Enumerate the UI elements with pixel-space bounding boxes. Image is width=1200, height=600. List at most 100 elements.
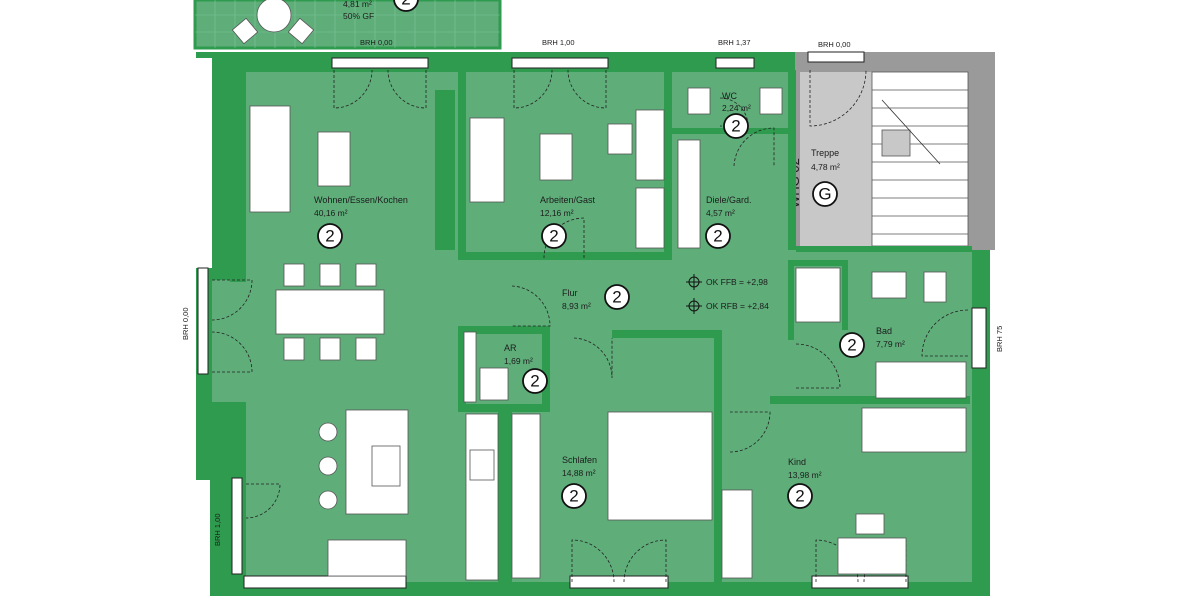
terrace-table <box>256 0 292 33</box>
brh-left-2: BRH 1,00 <box>213 513 222 546</box>
room-area: 8,93 m² <box>562 301 591 311</box>
desk <box>635 109 665 181</box>
shelf-ar <box>463 331 477 403</box>
room-badge: 2 <box>317 223 343 249</box>
brh-left-1: BRH 0,00 <box>181 307 190 340</box>
room-area: 4,57 m² <box>706 208 735 218</box>
kitchen-counter <box>327 539 407 577</box>
window-top-4 <box>807 51 865 63</box>
wc-basin <box>759 87 783 115</box>
brh-top-2: BRH 1,00 <box>542 38 575 47</box>
dining-chair <box>319 263 341 287</box>
bar-stool <box>318 422 338 442</box>
terrace-chair <box>231 17 259 45</box>
room-badge: 2 <box>561 483 587 509</box>
room-wohnen: Wohnen/Essen/Kochen 40,16 m² 2 <box>314 195 408 249</box>
svg-text:2: 2 <box>549 227 558 246</box>
room-area: 7,79 m² <box>876 339 905 349</box>
kid-chair <box>855 513 885 535</box>
desk-chair <box>607 123 633 155</box>
room-name: Diele/Gard. <box>706 195 752 205</box>
room-arbeiten: Arbeiten/Gast 12,16 m² 2 <box>540 195 596 249</box>
elevation-markers: OK FFB = +2,98 OK RFB = +2,84 <box>686 274 769 314</box>
room-name: Bad <box>876 326 892 336</box>
window-bottom-2 <box>569 575 669 589</box>
dining-chair <box>319 337 341 361</box>
kid-desk <box>837 537 907 575</box>
window-top-3 <box>715 57 755 69</box>
room-area: 40,16 m² <box>314 208 348 218</box>
washing-machine <box>479 367 509 401</box>
bathtub <box>875 361 967 399</box>
side-table <box>539 133 573 181</box>
bed <box>607 411 713 521</box>
terrace-chair <box>287 17 315 45</box>
room-badge: 2 <box>541 223 567 249</box>
room-area: 2,24 m² <box>722 103 751 113</box>
wardrobe-diele <box>677 139 701 249</box>
furniture <box>249 87 967 581</box>
dining-table <box>275 289 385 335</box>
room-name: Arbeiten/Gast <box>540 195 596 205</box>
sofa-living <box>249 105 291 213</box>
room-area: 1,69 m² <box>504 356 533 366</box>
bar-stool <box>318 490 338 510</box>
svg-text:2: 2 <box>530 372 539 391</box>
window-top-1 <box>331 57 429 69</box>
svg-text:2: 2 <box>731 117 740 136</box>
svg-text:2: 2 <box>795 487 804 506</box>
kitchen-row <box>465 413 499 581</box>
cooktop <box>371 445 401 487</box>
room-name: Schlafen <box>562 455 597 465</box>
room-area: 13,98 m² <box>788 470 822 480</box>
brh-right: BRH 75 <box>995 326 1004 352</box>
svg-text:2: 2 <box>325 227 334 246</box>
kid-bed <box>861 407 967 453</box>
stair-badge: G <box>812 181 838 207</box>
room-area: 12,16 m² <box>540 208 574 218</box>
room-badge: 2 <box>839 332 865 358</box>
bath-basin <box>871 271 907 299</box>
windows <box>197 51 987 589</box>
wardrobe-bedroom <box>511 413 541 579</box>
window-bottom-3 <box>811 575 909 589</box>
ok-rfb-label: OK RFB = +2,84 <box>706 301 769 311</box>
svg-text:2: 2 <box>847 336 856 355</box>
svg-text:2: 2 <box>612 288 621 307</box>
room-area: 14,88 m² <box>562 468 596 478</box>
sofa-office <box>469 117 505 203</box>
room-name: AR <box>504 343 517 353</box>
svg-text:2: 2 <box>401 0 410 9</box>
window-top-2 <box>511 57 609 69</box>
shower <box>795 267 841 323</box>
window-right <box>971 307 987 369</box>
terrace-area: 4,81 m² <box>343 0 372 9</box>
room-badge: 2 <box>705 223 731 249</box>
wardrobe-kind <box>721 489 753 579</box>
room-diele: Diele/Gard. 4,57 m² 2 <box>705 195 752 249</box>
sink <box>469 449 495 481</box>
terrace: 4,81 m² 50% GF 2 <box>193 0 502 50</box>
brh-top-4: BRH 0,00 <box>818 40 851 49</box>
room-schlafen: Schlafen 14,88 m² 2 <box>561 455 597 509</box>
brh-top-3: BRH 1,37 <box>718 38 751 47</box>
room-ar: AR 1,69 m² 2 <box>504 343 548 394</box>
svg-text:2: 2 <box>713 227 722 246</box>
dining-chair <box>355 263 377 287</box>
room-kind: Kind 13,98 m² 2 <box>787 457 822 509</box>
room-badge: 2 <box>604 284 630 310</box>
dining-chair <box>283 337 305 361</box>
wc-toilet <box>687 87 711 115</box>
room-name: Wohnen/Essen/Kochen <box>314 195 408 205</box>
coffee-table <box>317 131 351 187</box>
bar-stool <box>318 456 338 476</box>
svg-text:2: 2 <box>569 487 578 506</box>
room-badge: 2 <box>787 483 813 509</box>
brh-labels: BRH 0,00 BRH 1,00 BRH 1,37 BRH 0,00 BRH … <box>181 38 1004 546</box>
window-bottom-1 <box>243 575 407 589</box>
shelf-office <box>635 187 665 249</box>
room-name: WC <box>722 91 737 101</box>
window-left-1 <box>197 267 209 375</box>
room-name: Flur <box>562 288 578 298</box>
